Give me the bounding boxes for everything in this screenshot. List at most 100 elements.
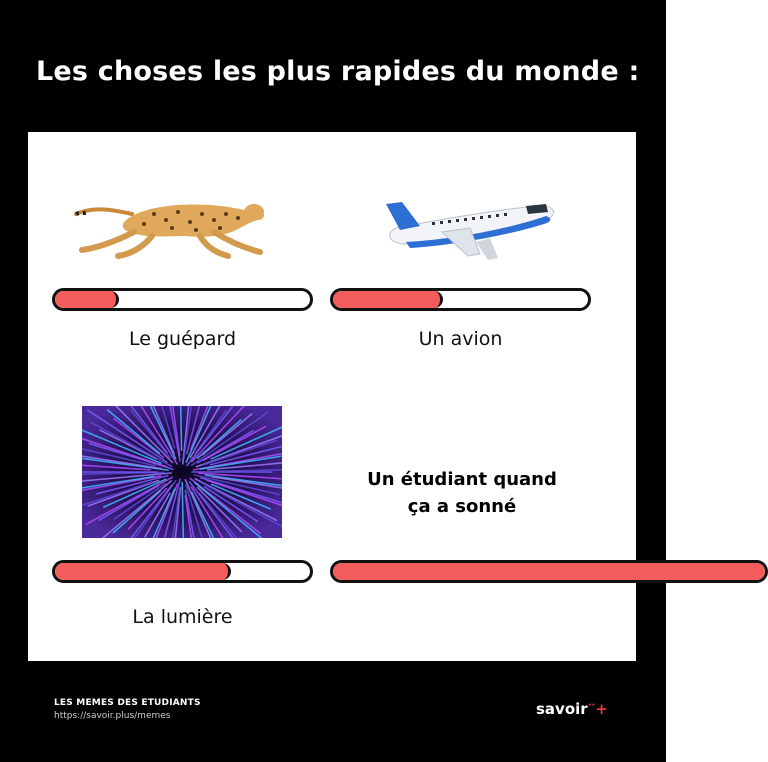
logo-plus-icon: + <box>595 700 608 718</box>
light-ray <box>155 483 179 538</box>
speed-bar-student <box>330 560 768 583</box>
light-ray <box>152 488 176 538</box>
light-ray <box>161 406 176 449</box>
light-ray <box>190 406 209 450</box>
light-ray <box>210 426 282 460</box>
light-ray <box>184 489 195 538</box>
light-ray <box>87 409 168 463</box>
light-ray <box>190 491 215 538</box>
light-ray <box>188 480 234 538</box>
light-ray <box>127 487 168 530</box>
light-ray <box>203 425 267 461</box>
light-ray <box>106 409 161 454</box>
light-ray <box>196 486 243 533</box>
light-ray <box>181 481 185 538</box>
light-ray <box>184 495 193 538</box>
cheetah-image <box>74 204 265 259</box>
light-ray <box>184 479 212 538</box>
light-ray <box>130 484 173 538</box>
light-ray <box>171 492 180 538</box>
speed-bar-cheetah <box>52 288 313 311</box>
light-ray <box>190 486 224 538</box>
light-ray <box>186 406 201 455</box>
light-ray <box>85 476 174 525</box>
speed-bar-fill <box>55 291 120 308</box>
light-ray <box>82 448 157 467</box>
light-ray <box>199 476 282 504</box>
light-ray <box>171 406 181 457</box>
logo-text: savoir <box>536 700 588 718</box>
light-ray <box>82 475 155 489</box>
light-ray <box>90 421 173 468</box>
light-ray <box>183 406 193 460</box>
light-ray <box>112 490 161 534</box>
light-ray <box>199 481 282 528</box>
light-ray <box>152 406 175 455</box>
speed-bar-fill <box>333 563 765 580</box>
label-airplane: Un avion <box>418 328 503 350</box>
light-ray <box>196 419 242 460</box>
footer-brand: LES MEMES DES ETUDIANTS <box>54 698 201 708</box>
light-ray <box>185 406 212 463</box>
light-ray <box>203 486 259 523</box>
light-ray <box>179 406 183 452</box>
light-ray <box>99 429 158 460</box>
logo-dots-icon: ·· <box>587 700 596 711</box>
meme-title: Les choses les plus rapides du monde : <box>36 56 640 87</box>
label-student: Un étudiant quand ça a sonné <box>330 466 594 520</box>
light-ray <box>207 462 282 471</box>
light-ray <box>130 406 168 454</box>
light-ray <box>113 482 166 520</box>
label-cheetah: Le guépard <box>128 328 236 350</box>
light-ray <box>201 413 253 456</box>
light-ray <box>98 484 160 521</box>
speed-bar-light <box>52 560 313 583</box>
light-ray <box>144 492 171 538</box>
light-ray <box>82 472 172 482</box>
light-ray <box>190 406 246 463</box>
light-ray <box>205 479 282 507</box>
speed-bar-fill <box>333 291 444 308</box>
light-ray <box>198 472 282 480</box>
light-ray <box>149 406 177 460</box>
label-light: La lumière <box>132 606 233 628</box>
light-ray <box>193 481 263 538</box>
light-ray <box>101 480 173 538</box>
light-ray <box>82 481 153 507</box>
footer-url: https://savoir.plus/memes <box>54 711 171 721</box>
label-student-line2: ça a sonné <box>407 496 517 517</box>
light-ray <box>185 484 203 538</box>
light-ray <box>211 476 282 489</box>
light-ray <box>194 410 227 455</box>
light-ray <box>114 406 174 464</box>
light-speed-image <box>82 406 282 538</box>
light-ray <box>209 445 282 466</box>
light-ray <box>163 478 181 538</box>
label-student-line1: Un étudiant quand <box>367 469 557 490</box>
light-ray <box>174 486 182 538</box>
light-ray <box>103 478 167 508</box>
savoir-logo: savoir··+ <box>536 700 608 718</box>
light-ray <box>214 468 282 473</box>
light-ray <box>195 435 282 468</box>
light-ray <box>204 474 282 487</box>
light-ray <box>82 475 162 492</box>
light-ray <box>113 418 165 459</box>
light-ray <box>82 429 162 465</box>
light-ray <box>82 464 151 471</box>
speed-bar-fill <box>55 563 232 580</box>
light-ray <box>87 479 160 507</box>
light-ray <box>186 406 234 467</box>
airplane-image <box>386 202 554 260</box>
light-ray <box>198 492 238 538</box>
light-ray <box>82 455 163 470</box>
speed-bar-airplane <box>330 288 591 311</box>
light-ray <box>193 474 281 496</box>
light-ray <box>199 455 282 470</box>
light-ray <box>202 440 276 466</box>
light-ray <box>169 406 181 462</box>
light-ray <box>140 406 178 465</box>
light-ray <box>189 406 221 459</box>
light-ray <box>96 474 169 495</box>
